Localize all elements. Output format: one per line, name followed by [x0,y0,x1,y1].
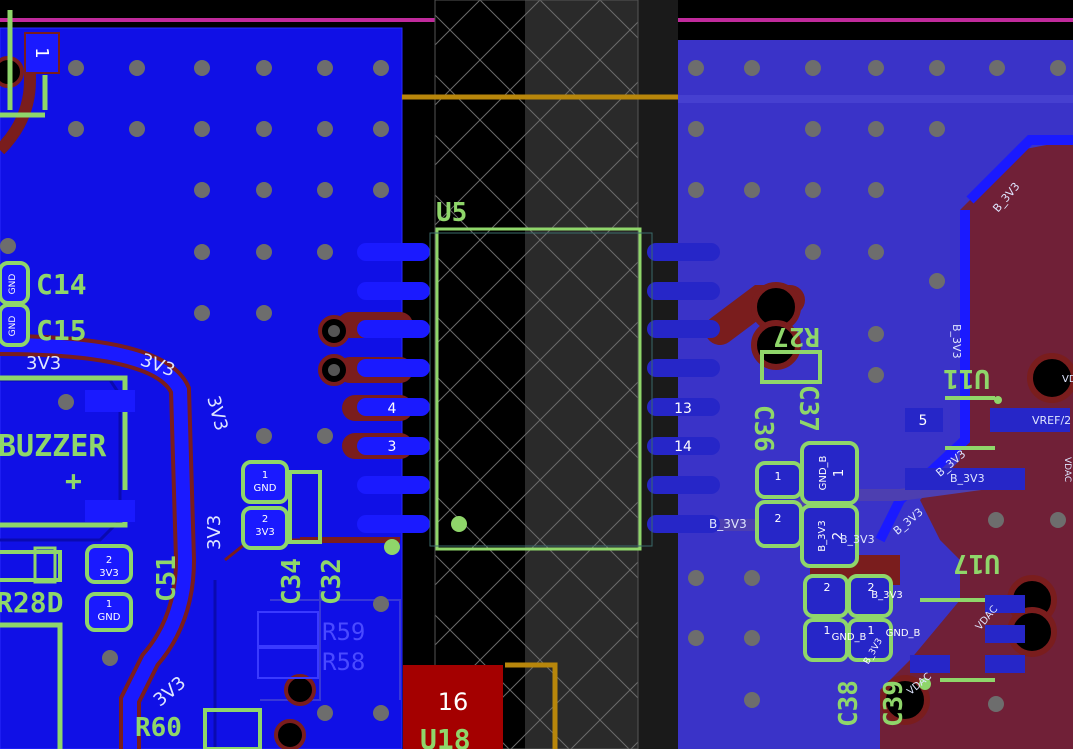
c15-gnd: GND [8,316,18,337]
u5-pad[interactable] [647,515,720,533]
u5-pad[interactable] [647,243,720,261]
u5-footprint[interactable]: U5 4 3 13 14 B_3V3 [357,198,747,555]
c38-pad2: 2 [824,581,831,594]
pin1-marker [451,516,467,532]
gold-trace-bottom [505,662,558,749]
c38-gnd: GND_B [832,632,867,643]
pad-number-3: 3 [388,439,397,455]
c51-pad2-net: 3V3 [99,568,119,579]
right-copper-pour [678,40,1073,749]
u5-pad[interactable] [647,437,720,455]
pin1-dot [384,539,400,555]
vref-label: VREF/2 [1032,414,1071,427]
r27-label: R27 [773,321,820,351]
u5-pad[interactable] [357,515,430,533]
net-label-b3v3: B_3V3 [950,472,985,485]
c39-pad1: 1 [868,624,875,637]
right-components: R27 1 2 1 2 GND_B B_3V3 C36 C37 5 VREF/2… [748,180,1073,727]
net-label-b3v3: B_3V3 [950,324,963,359]
c34-pad2-num: 2 [262,514,268,525]
c36-pad2: 2 [775,512,782,525]
net-label-b3v3: B_3V3 [840,533,875,546]
u5-pad[interactable] [647,282,720,300]
c36-pad1: 1 [775,470,782,483]
u5-pad[interactable] [647,398,720,416]
pad-1-label: 1 [31,47,52,58]
c37-gnd: GND_B [818,455,829,490]
red-pad-16[interactable]: 16 [403,665,503,749]
c51-pad1-num: 1 [106,599,112,610]
c34-pad1-net: GND [254,483,277,494]
buzzer-plus: + [65,464,82,497]
u11-label: U11 [943,363,990,393]
c39-net2: B_3V3 [871,590,902,601]
c37-pad1: 1 [832,469,847,477]
c38-label: C38 [834,680,864,727]
c37-b3v3: B_3V3 [817,520,828,551]
pad-number-14: 14 [674,439,692,455]
u5-side-vias [0,56,350,749]
c39-label: C39 [879,680,909,727]
r59-label: R59 [322,618,365,646]
u5-pad[interactable] [357,359,430,377]
pad-number-13: 13 [674,401,692,417]
u5-silkscreen-outline [435,227,642,551]
u5-pad[interactable] [357,282,430,300]
u5-designator: U5 [436,198,467,228]
c39-pad2: 2 [868,581,875,594]
r58-label: R58 [322,648,365,676]
u5-pad[interactable] [357,320,430,338]
u5-pad[interactable] [357,243,430,261]
r28d-label: R28D [0,586,63,619]
via-grid-left [0,60,389,721]
r60-label: R60 [135,713,182,743]
u5-pad[interactable] [647,476,720,494]
keepout-area [434,0,678,749]
c51-label: C51 [152,555,182,602]
c36-label: C36 [748,405,778,452]
u5-pad[interactable] [357,398,430,416]
vdac-label: VDAC [1062,457,1072,482]
net-label-3v3: 3V3 [204,515,225,550]
u17-label: U17 [953,548,1000,578]
c37-label: C37 [793,385,823,432]
c15-label: C15 [36,314,87,347]
c34-label: C34 [277,558,307,605]
c14-label: C14 [36,268,87,301]
c34-pad1-num: 1 [262,470,268,481]
buzzer-label: BUZZER [0,429,107,464]
u11-pad5: 5 [919,413,928,429]
c51-pad2-num: 2 [106,555,112,566]
vd-label: VD [1062,374,1073,385]
pad-number-16: 16 [438,688,469,716]
left-components: 1 GND GND C14 C15 BUZZER + 3V3 3V3 3V3 3… [0,10,365,749]
c38-pad1: 1 [824,624,831,637]
via-grid-right [688,60,1066,712]
u5-pad[interactable] [357,437,430,455]
c37-pad2: 2 [831,532,846,540]
net-label-3v3: 3V3 [26,353,61,374]
c34-pad2-net: 3V3 [255,527,275,538]
c14-gnd: GND [8,274,18,295]
u5-pad[interactable] [357,476,430,494]
c39-net1: GND_B [886,628,921,639]
c32-label: C32 [317,558,347,605]
net-label-b3v3: B_3V3 [709,517,747,531]
pad-number-4: 4 [388,401,397,417]
u18-partial-label: U18 [420,723,471,749]
c51-pad1-net: GND [98,612,121,623]
u5-pad[interactable] [647,359,720,377]
u5-pad[interactable] [647,320,720,338]
